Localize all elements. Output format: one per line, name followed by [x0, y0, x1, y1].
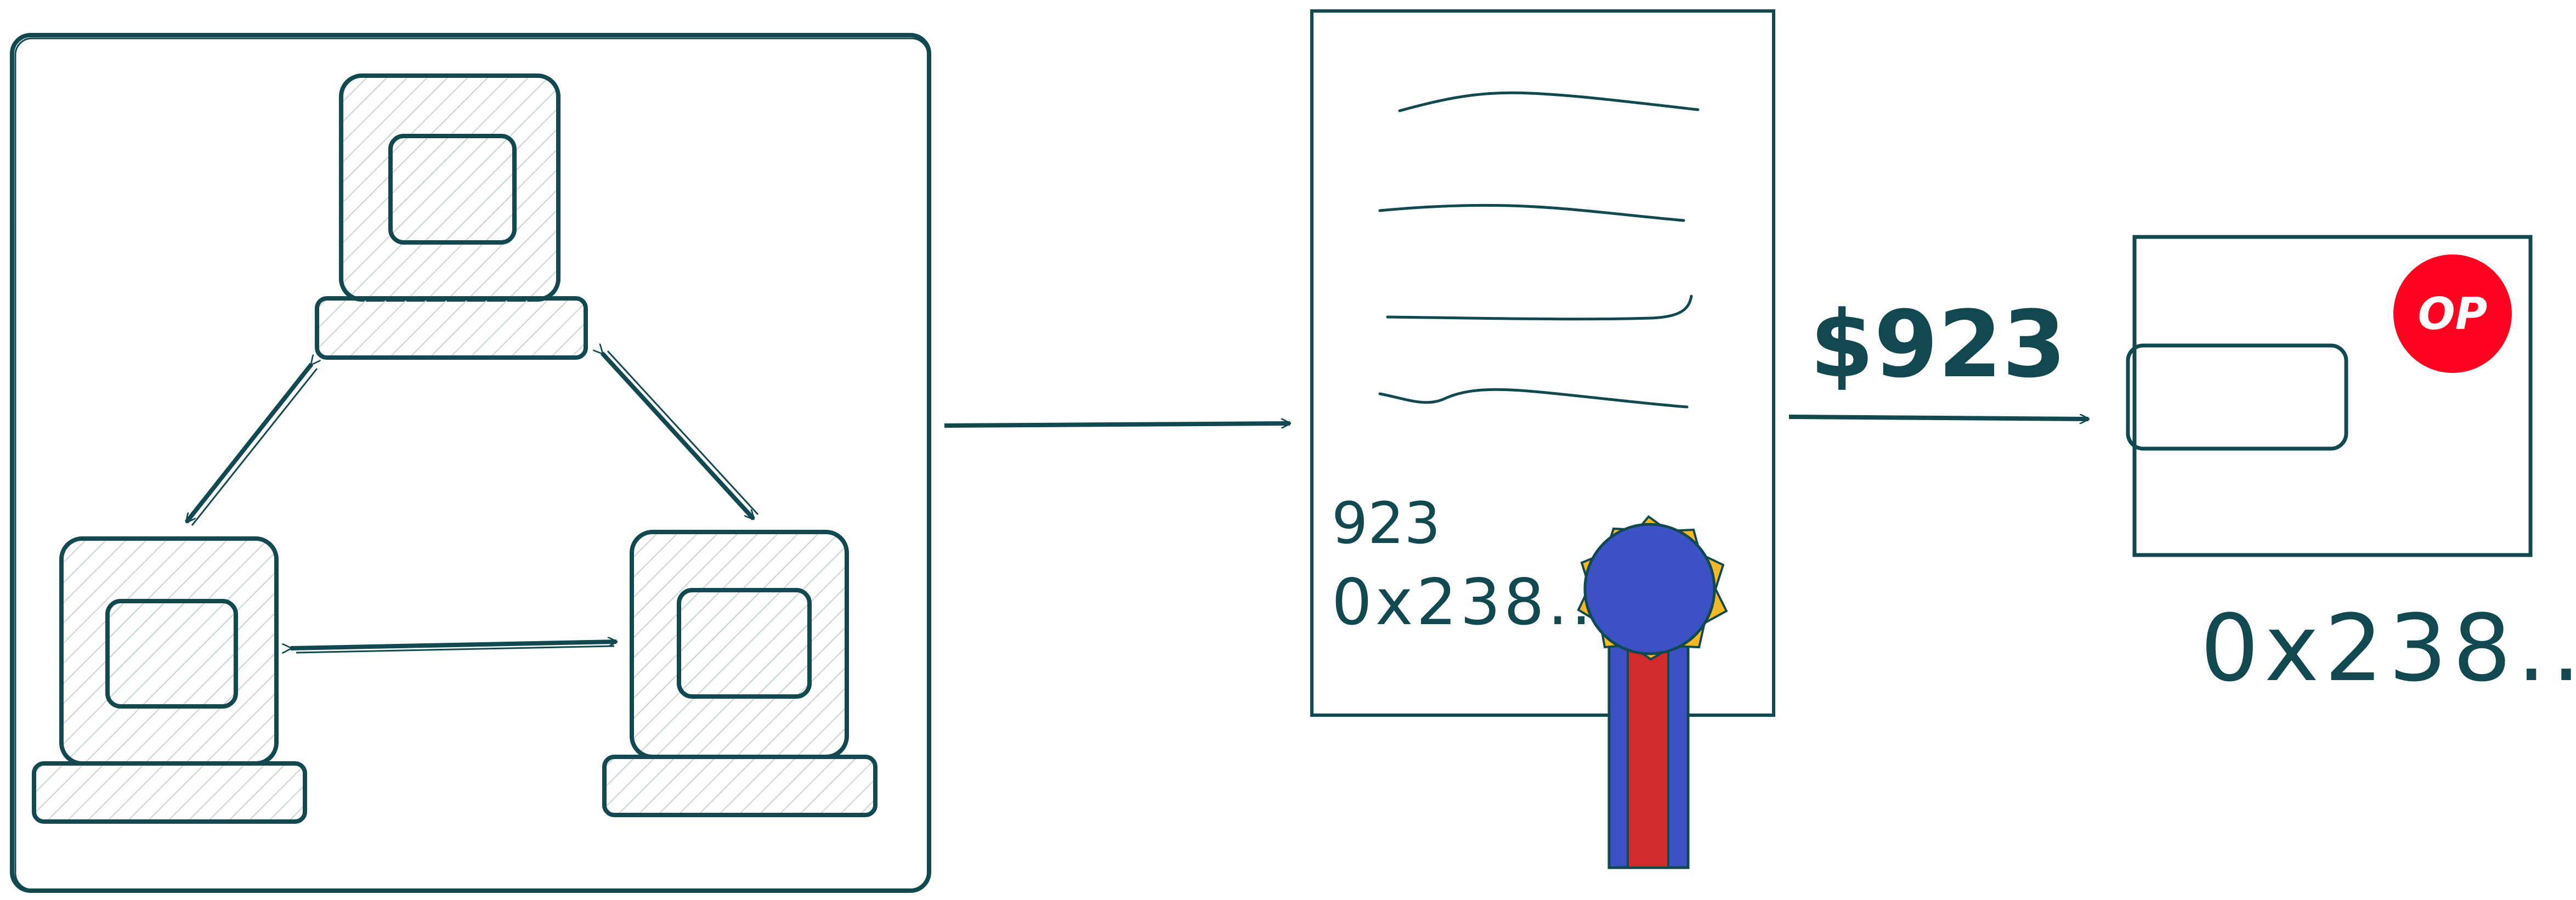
document-address: 0x238..	[1332, 565, 1595, 639]
wallet: OP	[2126, 235, 2533, 557]
connection-top-right	[602, 351, 759, 519]
transfer-arrow: $923	[1788, 291, 2088, 419]
document-amount: 923	[1332, 490, 1441, 557]
wallet-badge-text: OP	[2418, 288, 2488, 339]
optimism-logo: OP	[2393, 254, 2512, 373]
document: 923 0x238..	[1310, 9, 1775, 717]
document-text-lines	[1378, 91, 1700, 409]
computer-node-left	[32, 536, 307, 824]
network-frame	[10, 33, 931, 893]
wallet-address-label: 0x238..	[2200, 595, 2576, 702]
computer-icon	[315, 73, 588, 360]
connection-top-left	[184, 364, 317, 526]
transfer-amount-label: $923	[1810, 291, 2067, 398]
computer-node-top	[315, 73, 588, 360]
arrow-network-to-document	[944, 423, 1290, 426]
computer-node-right	[602, 530, 877, 817]
award-seal-icon	[1577, 515, 1728, 869]
computer-icon	[602, 530, 877, 817]
computer-icon	[32, 536, 307, 824]
connection-bottom	[291, 642, 616, 654]
